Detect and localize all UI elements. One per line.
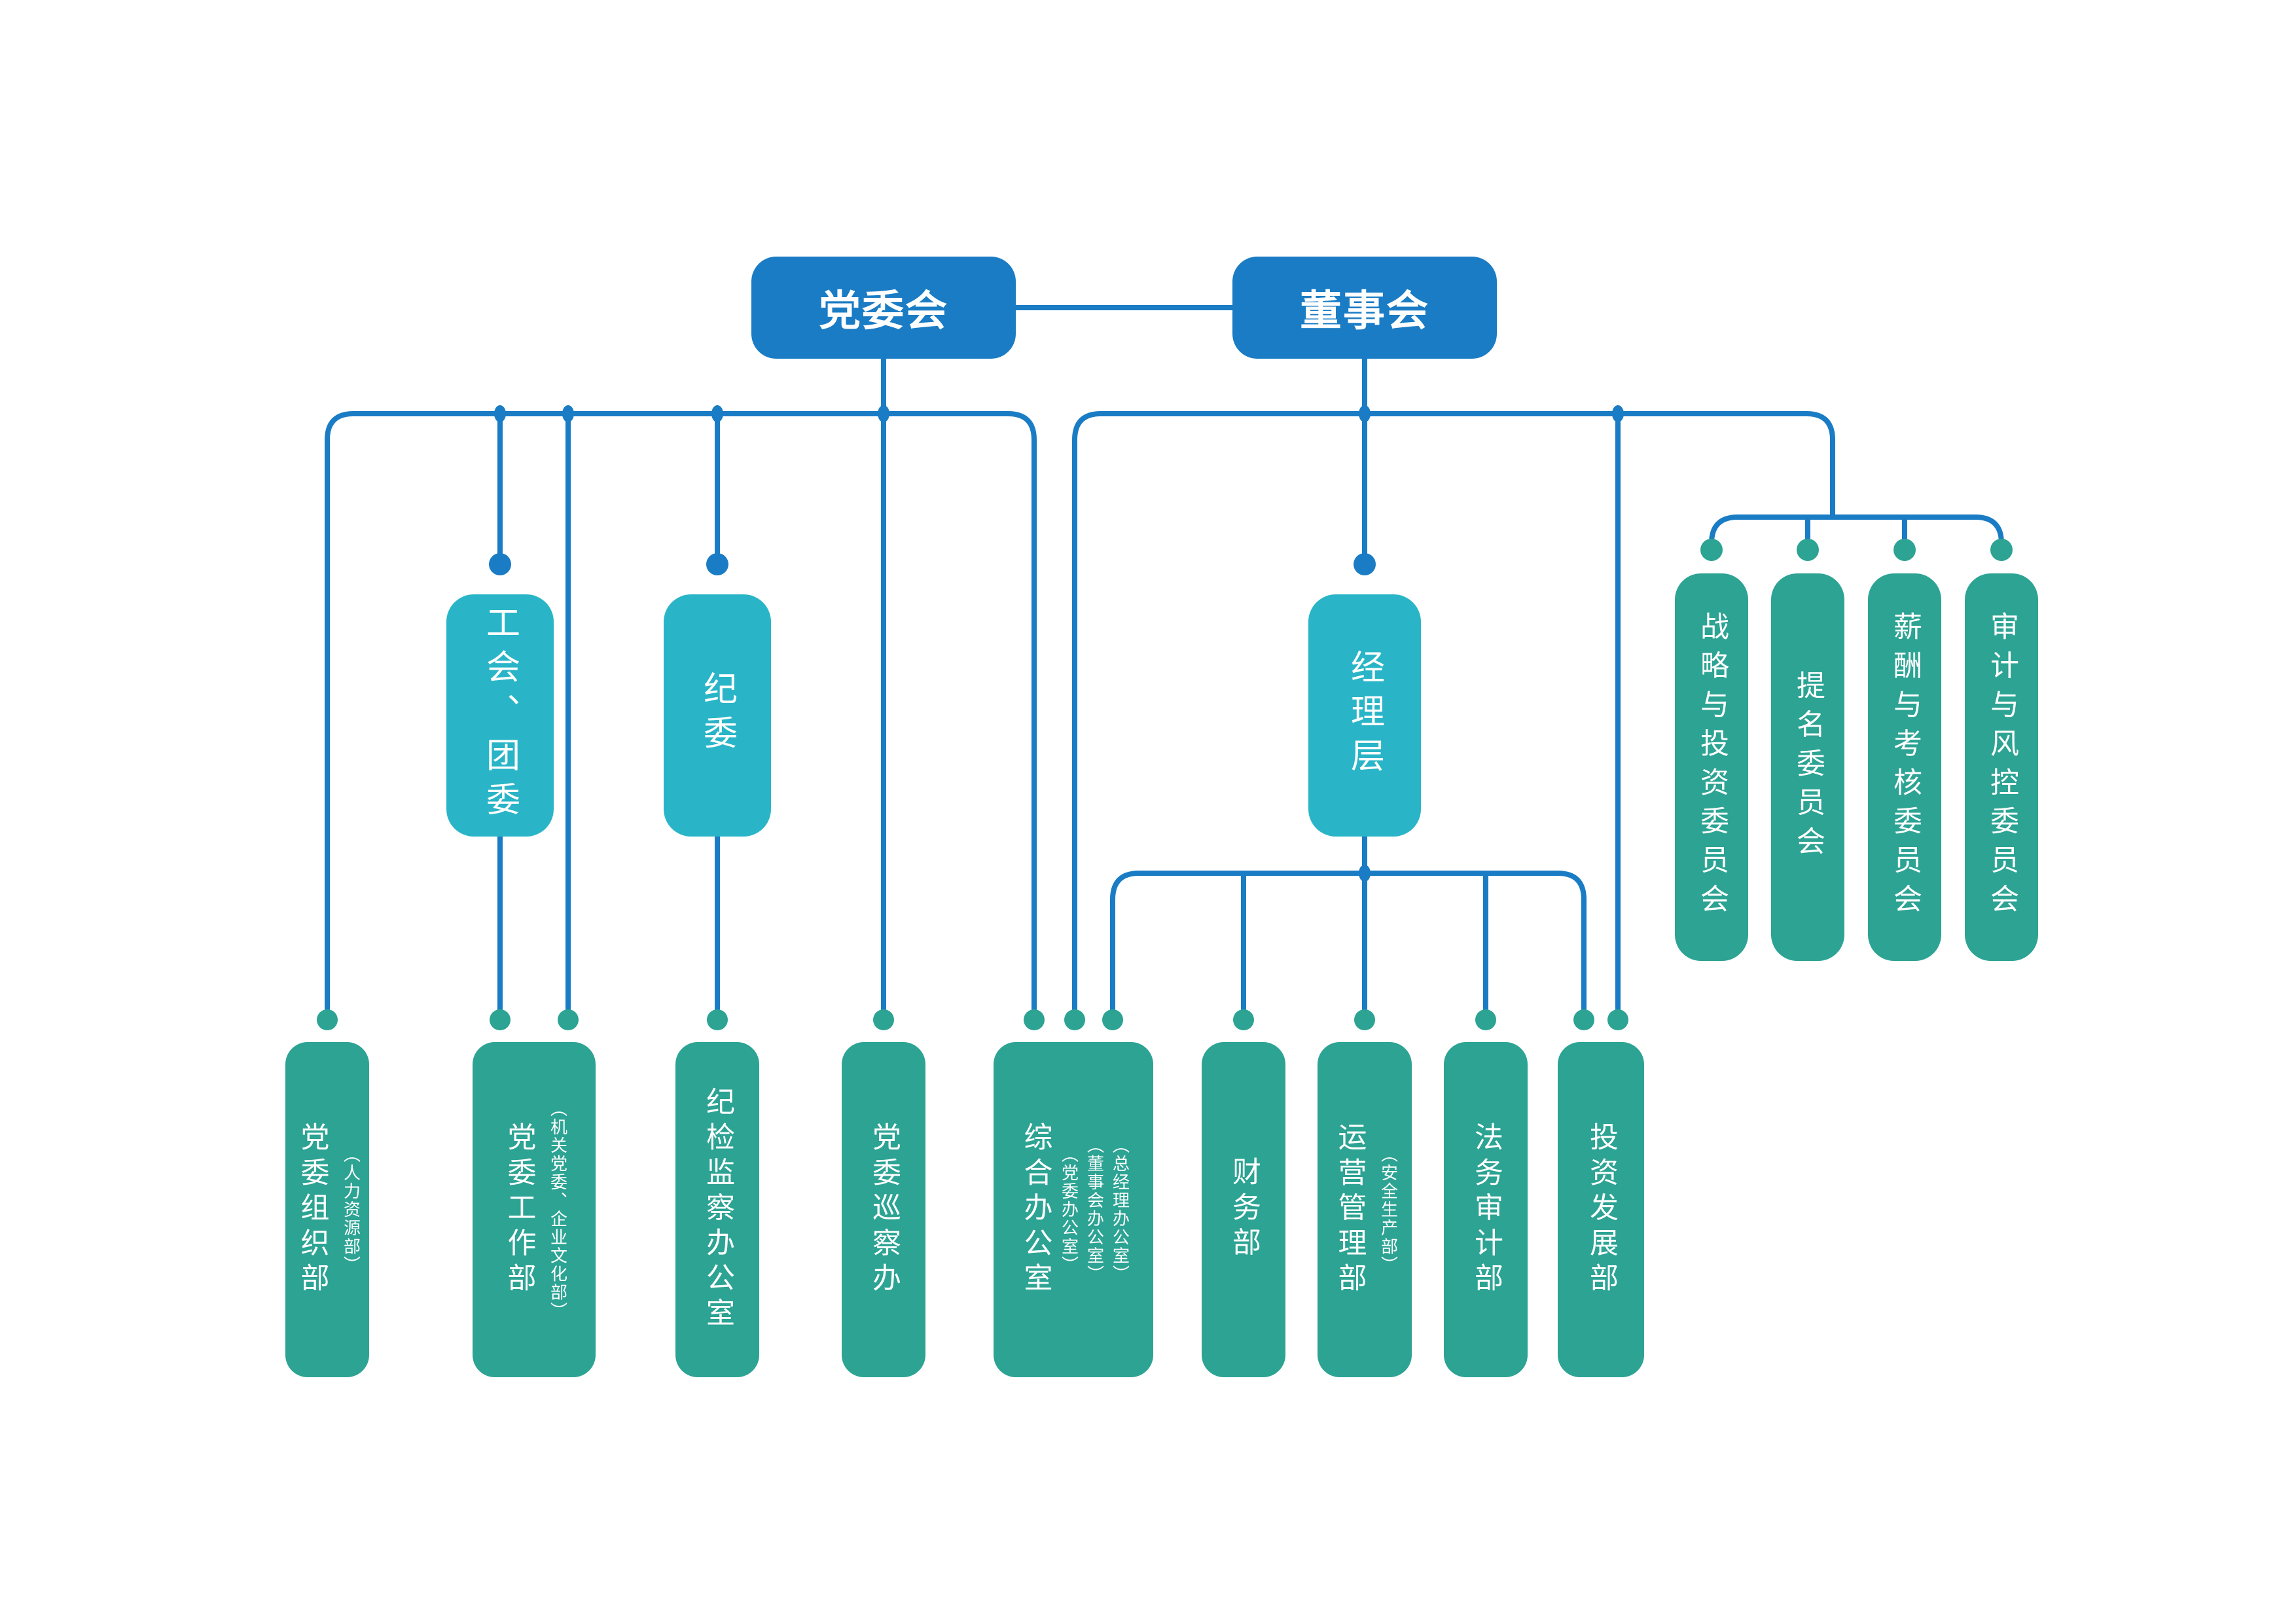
node-party-organization-dept: 党委组织部 （人力资源部） — [285, 1042, 369, 1377]
rail-committees — [1709, 514, 2004, 551]
node-discipline-committee: 纪委 — [664, 594, 771, 837]
node-sublabel: （党委办公室） — [1059, 1145, 1079, 1274]
node-label: 综合办公室 — [1019, 1121, 1052, 1298]
node-investment-development-dept: 投资发展部 — [1558, 1042, 1644, 1377]
node-committee-compensation-assessment: 薪酬与考核委员会 — [1868, 573, 1941, 961]
node-label: 党委组织部 — [296, 1121, 329, 1298]
node-label: 党委会 — [819, 287, 948, 334]
node-board-of-directors: 董事会 — [1232, 257, 1497, 359]
node-legal-audit-dept: 法务审计部 — [1444, 1042, 1528, 1377]
junction-dots — [494, 405, 1624, 882]
department-anchor-dots — [317, 1009, 1628, 1030]
node-label: 纪检监察办公室 — [702, 1087, 734, 1333]
node-party-patrol-office: 党委巡察办 — [842, 1042, 925, 1377]
node-sublabel: （总经理办公室） — [1110, 1136, 1130, 1284]
node-label: 运营管理部 — [1333, 1121, 1366, 1298]
committee-anchor-dots — [1700, 539, 2013, 561]
node-label: 薪酬与考核委员会 — [1889, 611, 1921, 923]
node-label: 纪委 — [698, 671, 736, 760]
node-committee-nomination: 提名委员会 — [1771, 573, 1844, 961]
node-finance-dept: 财务部 — [1202, 1042, 1285, 1377]
node-label: 提名委员会 — [1792, 670, 1824, 865]
node-label: 董事会 — [1300, 287, 1429, 334]
node-label: 投资发展部 — [1585, 1121, 1617, 1298]
node-union-youth-league: 工会、团委 — [446, 594, 554, 837]
node-party-committee: 党委会 — [751, 257, 1016, 359]
node-management-level: 经理层 — [1308, 594, 1421, 837]
node-committee-audit-risk: 审计与风控委员会 — [1965, 573, 2038, 961]
node-label: 战略与投资委员会 — [1696, 611, 1728, 923]
rail-board — [1072, 411, 1835, 1020]
node-label: 党委工作部 — [503, 1121, 535, 1298]
node-discipline-inspection-office: 纪检监察办公室 — [675, 1042, 759, 1377]
node-operations-management-dept: 运营管理部 （安全生产部） — [1318, 1042, 1412, 1377]
node-label: 工会、团委 — [480, 605, 519, 826]
node-party-work-dept: 党委工作部 （机关党委、企业文化部） — [473, 1042, 596, 1377]
node-sublabel: （董事会办公室） — [1085, 1136, 1105, 1284]
node-label: 法务审计部 — [1470, 1121, 1502, 1298]
node-label: 党委巡察办 — [868, 1121, 900, 1298]
node-label: 审计与风控委员会 — [1986, 611, 2018, 923]
mid-anchor-dots — [489, 553, 1376, 575]
rail-management — [1110, 871, 1587, 1020]
node-sublabel: （机关党委、企业文化部） — [548, 1099, 568, 1320]
node-committee-strategy-investment: 战略与投资委员会 — [1675, 573, 1748, 961]
rail-party — [325, 411, 1037, 1020]
node-label: 经理层 — [1345, 649, 1384, 782]
node-general-office: 综合办公室 （党委办公室） （董事会办公室） （总经理办公室） — [994, 1042, 1153, 1377]
node-sublabel: （人力资源部） — [341, 1145, 361, 1274]
node-sublabel: （安全生产部） — [1378, 1145, 1399, 1274]
node-label: 财务部 — [1228, 1157, 1260, 1263]
